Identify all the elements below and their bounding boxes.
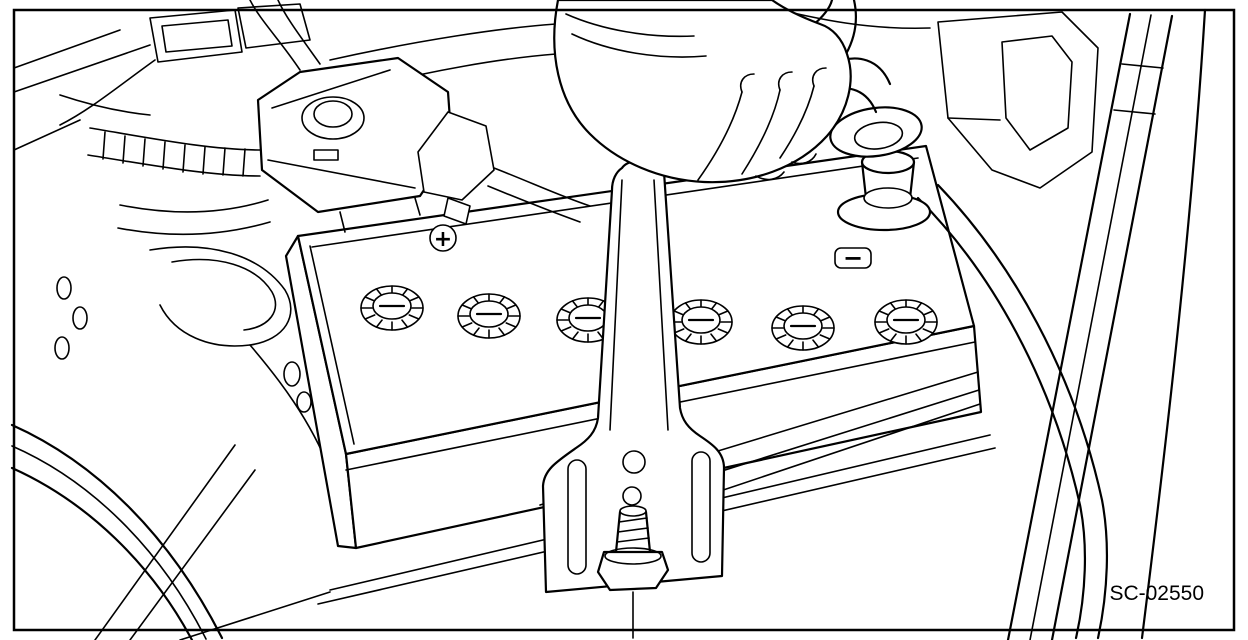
battery-vent-cap: [456, 292, 522, 340]
figure-label: SC-02550: [1109, 582, 1204, 605]
negative-symbol: −: [843, 244, 863, 272]
hold-down-bolt: [596, 505, 670, 639]
battery-hold-down-bracket: [541, 158, 726, 639]
battery-vent-cap: [359, 284, 425, 332]
positive-terminal-marking: +: [429, 224, 457, 252]
battery-vent-cap: [668, 298, 734, 346]
battery-vent-cap: [873, 298, 939, 346]
negative-battery-cable: [916, 183, 1109, 640]
positive-symbol: +: [434, 227, 452, 252]
positive-terminal-cover: [256, 56, 591, 233]
engine-bay-right-structure: [763, 5, 1207, 640]
negative-terminal-marking: −: [834, 244, 872, 272]
hand: [553, 0, 892, 184]
battery-vent-cap: [770, 304, 836, 352]
figure-border: [12, 8, 1236, 632]
engine-bay-left-clutter: [10, 0, 557, 640]
negative-terminal: [829, 106, 932, 232]
